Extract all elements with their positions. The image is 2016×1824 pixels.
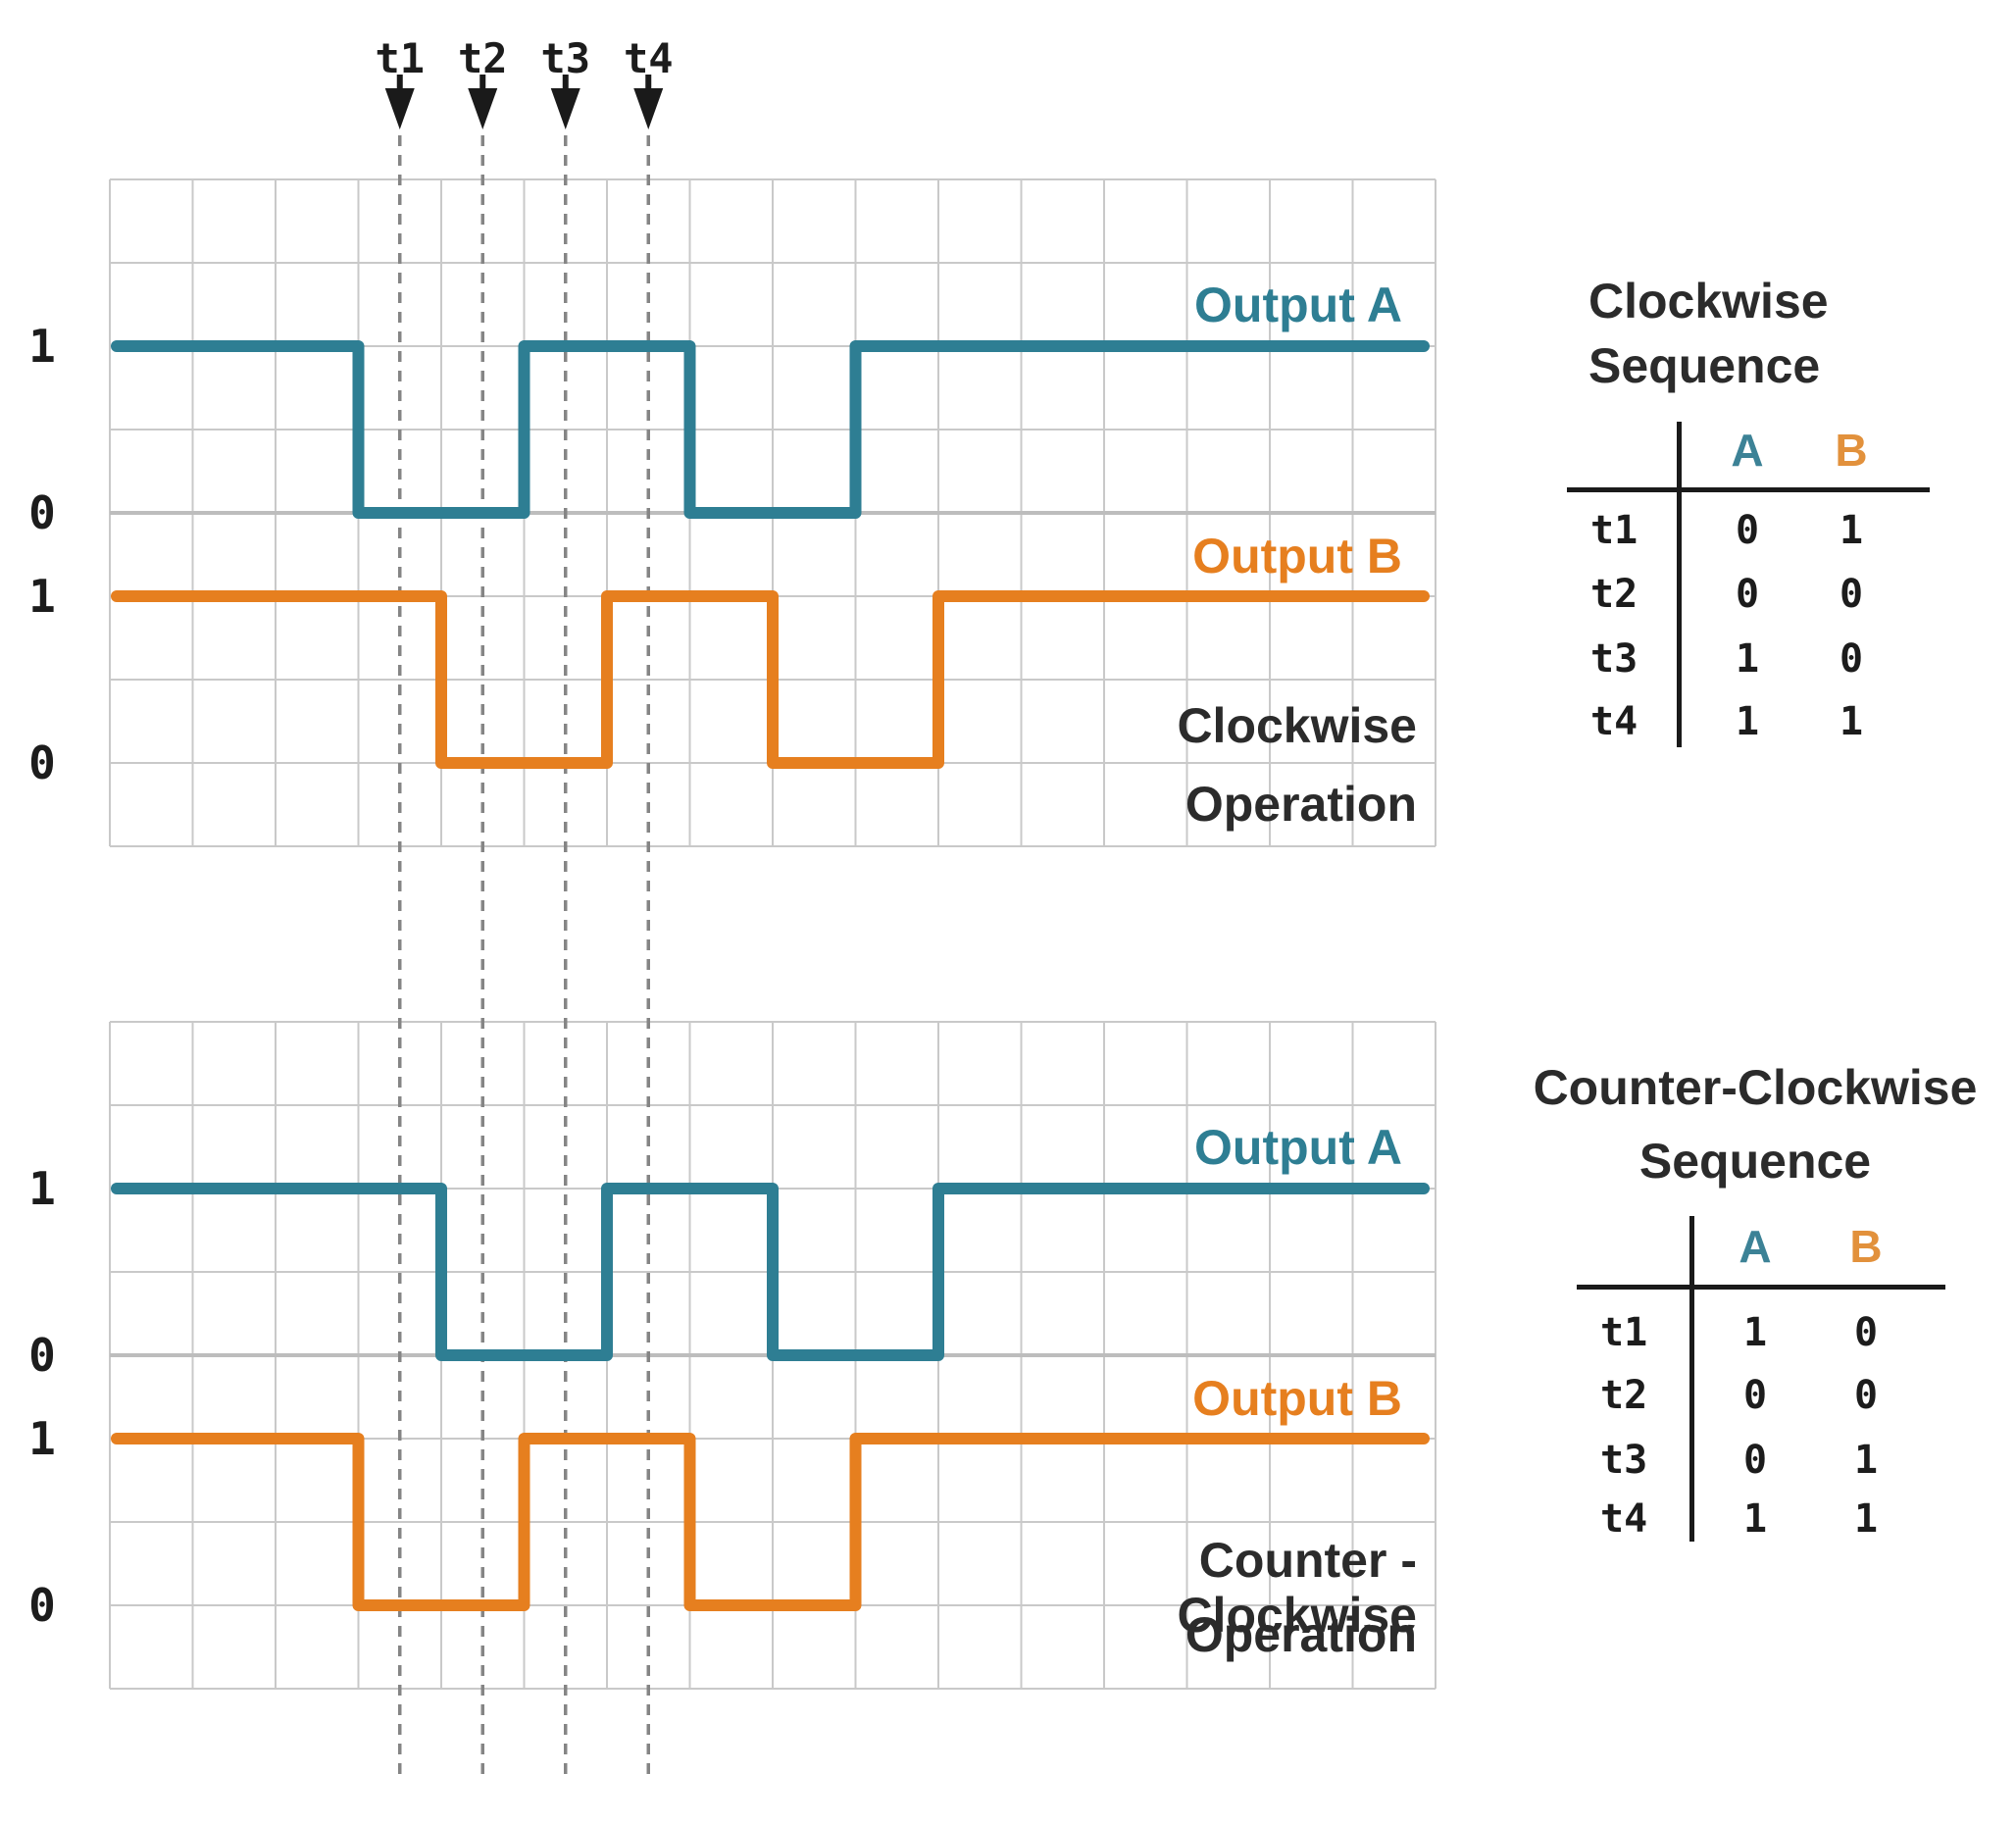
ccw-annotation-line2: Operation bbox=[1184, 1607, 1417, 1662]
cw-row-t2-label: t2 bbox=[1590, 572, 1638, 617]
axis-label-ccw-a-low: 0 bbox=[28, 1329, 56, 1382]
axis-label-cw-b-low: 0 bbox=[28, 736, 56, 789]
cw-row-t2-a: 0 bbox=[1735, 572, 1760, 617]
ccw-row-t4-b: 1 bbox=[1853, 1496, 1879, 1542]
arrow-stem-t2 bbox=[479, 75, 486, 96]
axis-label-ccw-a-high: 1 bbox=[28, 1162, 56, 1215]
ccw-table-vertical-rule bbox=[1689, 1216, 1694, 1542]
cw-table-header-b: B bbox=[1835, 425, 1868, 476]
cw-row-t3-b: 0 bbox=[1839, 636, 1864, 682]
cw-row-t1-label: t1 bbox=[1590, 508, 1638, 553]
cw-row-t3-a: 1 bbox=[1735, 636, 1760, 682]
ccw-table-header-b: B bbox=[1849, 1221, 1883, 1272]
ccw-row-t1-label: t1 bbox=[1600, 1310, 1648, 1355]
ccw-row-t1-a: 1 bbox=[1742, 1310, 1768, 1355]
cw-output-a-label: Output A bbox=[1194, 278, 1402, 332]
cw-table-vertical-rule bbox=[1677, 422, 1682, 747]
axis-label-cw-a-high: 1 bbox=[28, 320, 56, 373]
arrow-stem-t1 bbox=[396, 75, 403, 96]
cw-output-b-label: Output B bbox=[1192, 529, 1402, 583]
ccw-row-t2-b: 0 bbox=[1853, 1373, 1879, 1418]
ccw-row-t4-a: 1 bbox=[1742, 1496, 1768, 1542]
cw-row-t2-b: 0 bbox=[1839, 572, 1864, 617]
cw-annotation-line1: Clockwise bbox=[1177, 698, 1417, 753]
waveform-ccw-output-b bbox=[111, 1433, 1430, 1611]
axis-label-cw-a-low: 0 bbox=[28, 486, 56, 539]
ccw-row-t3-b: 1 bbox=[1853, 1438, 1879, 1483]
waveform-ccw-output-a bbox=[111, 1183, 1430, 1361]
ccw-row-t1-b: 0 bbox=[1853, 1310, 1879, 1355]
cw-table-title-line2: Sequence bbox=[1588, 338, 1821, 393]
ccw-table-header-a: A bbox=[1739, 1221, 1772, 1272]
cw-table-title-line1: Clockwise bbox=[1588, 274, 1829, 329]
arrow-stem-t4 bbox=[645, 75, 652, 96]
arrow-head-t2 bbox=[468, 88, 498, 129]
arrow-head-t4 bbox=[633, 88, 664, 129]
ccw-output-b-label: Output B bbox=[1192, 1371, 1402, 1426]
cw-table-header-a: A bbox=[1731, 425, 1764, 476]
arrow-stem-t3 bbox=[562, 75, 569, 96]
waveform-cw-output-a bbox=[111, 340, 1430, 519]
ccw-table-title-line1: Counter-Clockwise bbox=[1533, 1060, 1978, 1115]
cw-row-t1-b: 1 bbox=[1839, 508, 1864, 553]
ccw-row-t2-label: t2 bbox=[1600, 1373, 1648, 1418]
ccw-table-horizontal-rule bbox=[1577, 1285, 1945, 1290]
ccw-table-title-line2: Sequence bbox=[1638, 1134, 1872, 1189]
ccw-row-t4-label: t4 bbox=[1600, 1496, 1648, 1542]
axis-label-ccw-b-low: 0 bbox=[28, 1579, 56, 1632]
arrow-head-t3 bbox=[550, 88, 580, 129]
cw-row-t4-b: 1 bbox=[1839, 699, 1864, 744]
ccw-row-t3-label: t3 bbox=[1600, 1438, 1648, 1483]
cw-annotation-line2: Operation bbox=[1184, 777, 1417, 832]
cw-row-t4-label: t4 bbox=[1590, 699, 1638, 744]
ccw-row-t2-a: 0 bbox=[1742, 1373, 1768, 1418]
marker-label-t1: t1 bbox=[375, 34, 426, 82]
cw-row-t4-a: 1 bbox=[1735, 699, 1760, 744]
ccw-output-a-label: Output A bbox=[1194, 1120, 1402, 1175]
axis-label-cw-b-high: 1 bbox=[28, 570, 56, 623]
cw-row-t1-a: 0 bbox=[1735, 508, 1760, 553]
cw-table-horizontal-rule bbox=[1567, 487, 1930, 492]
ccw-annotation-line1: Counter -Clockwise bbox=[1177, 1533, 1417, 1643]
axis-label-ccw-b-high: 1 bbox=[28, 1412, 56, 1465]
marker-label-t3: t3 bbox=[540, 34, 591, 82]
ccw-row-t3-a: 0 bbox=[1742, 1438, 1768, 1483]
arrow-head-t1 bbox=[384, 88, 415, 129]
waveform-cw-output-b bbox=[111, 590, 1430, 769]
cw-row-t3-label: t3 bbox=[1590, 636, 1638, 682]
marker-label-t2: t2 bbox=[457, 34, 508, 82]
marker-label-t4: t4 bbox=[623, 34, 674, 82]
